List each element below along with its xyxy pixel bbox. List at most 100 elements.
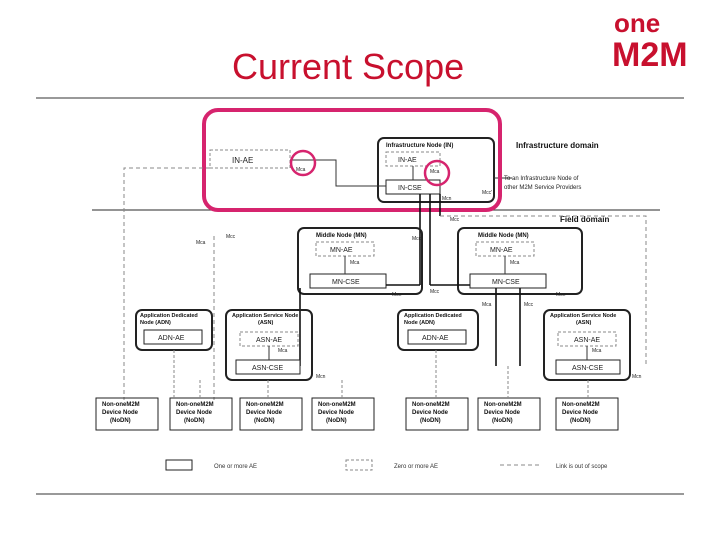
mn-left-cse-box xyxy=(309,273,387,289)
mn-right-cse-label: MN-CSE xyxy=(492,279,520,286)
adn-left-label-2: Node (ADN) xyxy=(140,320,171,326)
asn-right-cse-box xyxy=(555,359,621,375)
nodn-node: Non-oneM2M Device Node (NoDN) xyxy=(311,397,375,431)
ref-mca-in: Mca xyxy=(296,167,306,173)
nodn-node: Non-oneM2M Device Node (NoDN) xyxy=(405,397,469,431)
ref-mcc-left: Mcc xyxy=(226,234,236,240)
svg-text:(NoDN): (NoDN) xyxy=(110,418,131,424)
nodn-connectors xyxy=(173,350,589,398)
mn-left-cse-label: MN-CSE xyxy=(332,279,360,286)
svg-text:Non-oneM2M: Non-oneM2M xyxy=(246,402,284,408)
svg-text:Non-oneM2M: Non-oneM2M xyxy=(318,402,356,408)
mn-right-label: Middle Node (MN) xyxy=(478,233,529,239)
in-node-label: Infrastructure Node (IN) xyxy=(386,143,453,149)
ref-mca-left: Mca xyxy=(196,240,206,246)
other-provider-note-2: other M2M Service Providers xyxy=(504,185,581,191)
link-in-ae-to-in-cse xyxy=(290,159,386,187)
mn-right-cse-box xyxy=(469,273,547,289)
svg-text:Device Node: Device Node xyxy=(412,410,449,416)
svg-text:(NoDN): (NoDN) xyxy=(254,418,275,424)
ref-mcn-mn-right: Mcn xyxy=(556,292,566,298)
adn-left-ae-box xyxy=(143,329,203,345)
svg-text:(NoDN): (NoDN) xyxy=(492,418,513,424)
svg-text:Device Node: Device Node xyxy=(246,410,283,416)
ref-mcc-mn-right-2: Mcc xyxy=(524,302,534,308)
asn-right-label-1: Application Service Node xyxy=(550,313,616,319)
asn-left-label-1: Application Service Node xyxy=(232,313,298,319)
asn-left-cse-label: ASN-CSE xyxy=(252,365,283,372)
nodn-row: Non-oneM2M Device Node (NoDN) Non-oneM2M… xyxy=(95,397,619,431)
svg-text:Non-oneM2M: Non-oneM2M xyxy=(484,402,522,408)
mn-left-box xyxy=(297,227,423,295)
svg-text:(NoDN): (NoDN) xyxy=(570,418,591,424)
legend-one-or-more-label: One or more AE xyxy=(214,464,257,470)
svg-text:Device Node: Device Node xyxy=(484,410,521,416)
ref-mcc-mn-left: Mcc xyxy=(412,236,422,242)
asn-left-cse-box xyxy=(235,359,301,375)
logo-line2: M2M xyxy=(612,36,688,72)
adn-left-label-1: Application Dedicated xyxy=(140,313,198,319)
adn-right-label-2: Node (ADN) xyxy=(404,320,435,326)
slide-title: Current Scope xyxy=(232,46,465,87)
ref-mca-mn-right: Mca xyxy=(510,260,520,266)
nodn-node: Non-oneM2M Device Node (NoDN) xyxy=(555,397,619,431)
svg-text:Device Node: Device Node xyxy=(562,410,599,416)
bottom-divider xyxy=(36,493,684,495)
asn-right-ae-label: ASN-AE xyxy=(574,337,600,344)
legend-out-of-scope-label: Link is out of scope xyxy=(556,464,608,470)
asn-left-box xyxy=(225,309,313,381)
onem2m-logo: one M2M xyxy=(612,8,688,72)
adn-right-ae-box xyxy=(407,329,467,345)
asn-right-label-2: (ASN) xyxy=(576,320,591,326)
adn-right-box xyxy=(397,309,479,351)
in-node-box xyxy=(377,137,495,203)
field-domain-label: Field domain xyxy=(560,215,609,224)
adn-left-ae-label: ADN-AE xyxy=(158,335,185,342)
legend-zero-or-more-icon xyxy=(345,459,373,471)
legend-zero-or-more-label: Zero or more AE xyxy=(394,464,438,470)
ref-mca-asn-right: Mca xyxy=(592,348,602,354)
asn-left-ae-label: ASN-AE xyxy=(256,337,282,344)
svg-text:Non-oneM2M: Non-oneM2M xyxy=(102,402,140,408)
ref-mcn-asn-left: Mcn xyxy=(316,374,326,380)
mn-left-ae-label: MN-AE xyxy=(330,247,353,254)
svg-text:Non-oneM2M: Non-oneM2M xyxy=(412,402,450,408)
svg-text:(NoDN): (NoDN) xyxy=(184,418,205,424)
nodn-node: Non-oneM2M Device Node (NoDN) xyxy=(477,397,541,431)
top-divider xyxy=(36,97,684,99)
ref-mca-mn-left: Mca xyxy=(350,260,360,266)
ref-mcn-mn-left: Mcn xyxy=(392,292,402,298)
infra-domain-label: Infrastructure domain xyxy=(516,141,599,150)
scope-highlight-mca-left xyxy=(289,149,317,177)
in-ae-left-box xyxy=(209,149,291,169)
dashed-left-link xyxy=(123,167,210,400)
asn-right-box xyxy=(543,309,631,381)
ref-mcc-in: Mcc xyxy=(450,217,460,223)
asn-right-cse-label: ASN-CSE xyxy=(572,365,603,372)
nodn-node: Non-oneM2M Device Node (NoDN) xyxy=(169,397,233,431)
ref-mca-asn-left: Mca xyxy=(278,348,288,354)
svg-text:Non-oneM2M: Non-oneM2M xyxy=(176,402,214,408)
ref-mca-in-node: Mca xyxy=(430,169,440,175)
ref-mcn-in: Mcn xyxy=(442,196,452,202)
mn-left-label: Middle Node (MN) xyxy=(316,233,367,239)
mn-right-ae-label: MN-AE xyxy=(490,247,513,254)
ref-mcc-prime: Mcc' xyxy=(482,190,492,196)
svg-text:(NoDN): (NoDN) xyxy=(326,418,347,424)
ref-mcn-asn-right: Mcn xyxy=(632,374,642,380)
svg-text:Device Node: Device Node xyxy=(176,410,213,416)
in-node-ae-label: IN-AE xyxy=(398,157,417,164)
legend-one-or-more-icon xyxy=(165,459,193,471)
svg-text:Device Node: Device Node xyxy=(102,410,139,416)
svg-text:Non-oneM2M: Non-oneM2M xyxy=(562,402,600,408)
scope-highlight-box xyxy=(202,108,502,212)
svg-text:Device Node: Device Node xyxy=(318,410,355,416)
other-provider-note-1: To an Infrastructure Node of xyxy=(504,176,579,182)
adn-right-ae-label: ADN-AE xyxy=(422,335,449,342)
in-node-cse-label: IN-CSE xyxy=(398,185,422,192)
scope-highlight-mca-right xyxy=(423,159,451,187)
dashed-right-link xyxy=(440,215,647,366)
adn-right-label-1: Application Dedicated xyxy=(404,313,462,319)
ref-mca-mn-right-2: Mca xyxy=(482,302,492,308)
